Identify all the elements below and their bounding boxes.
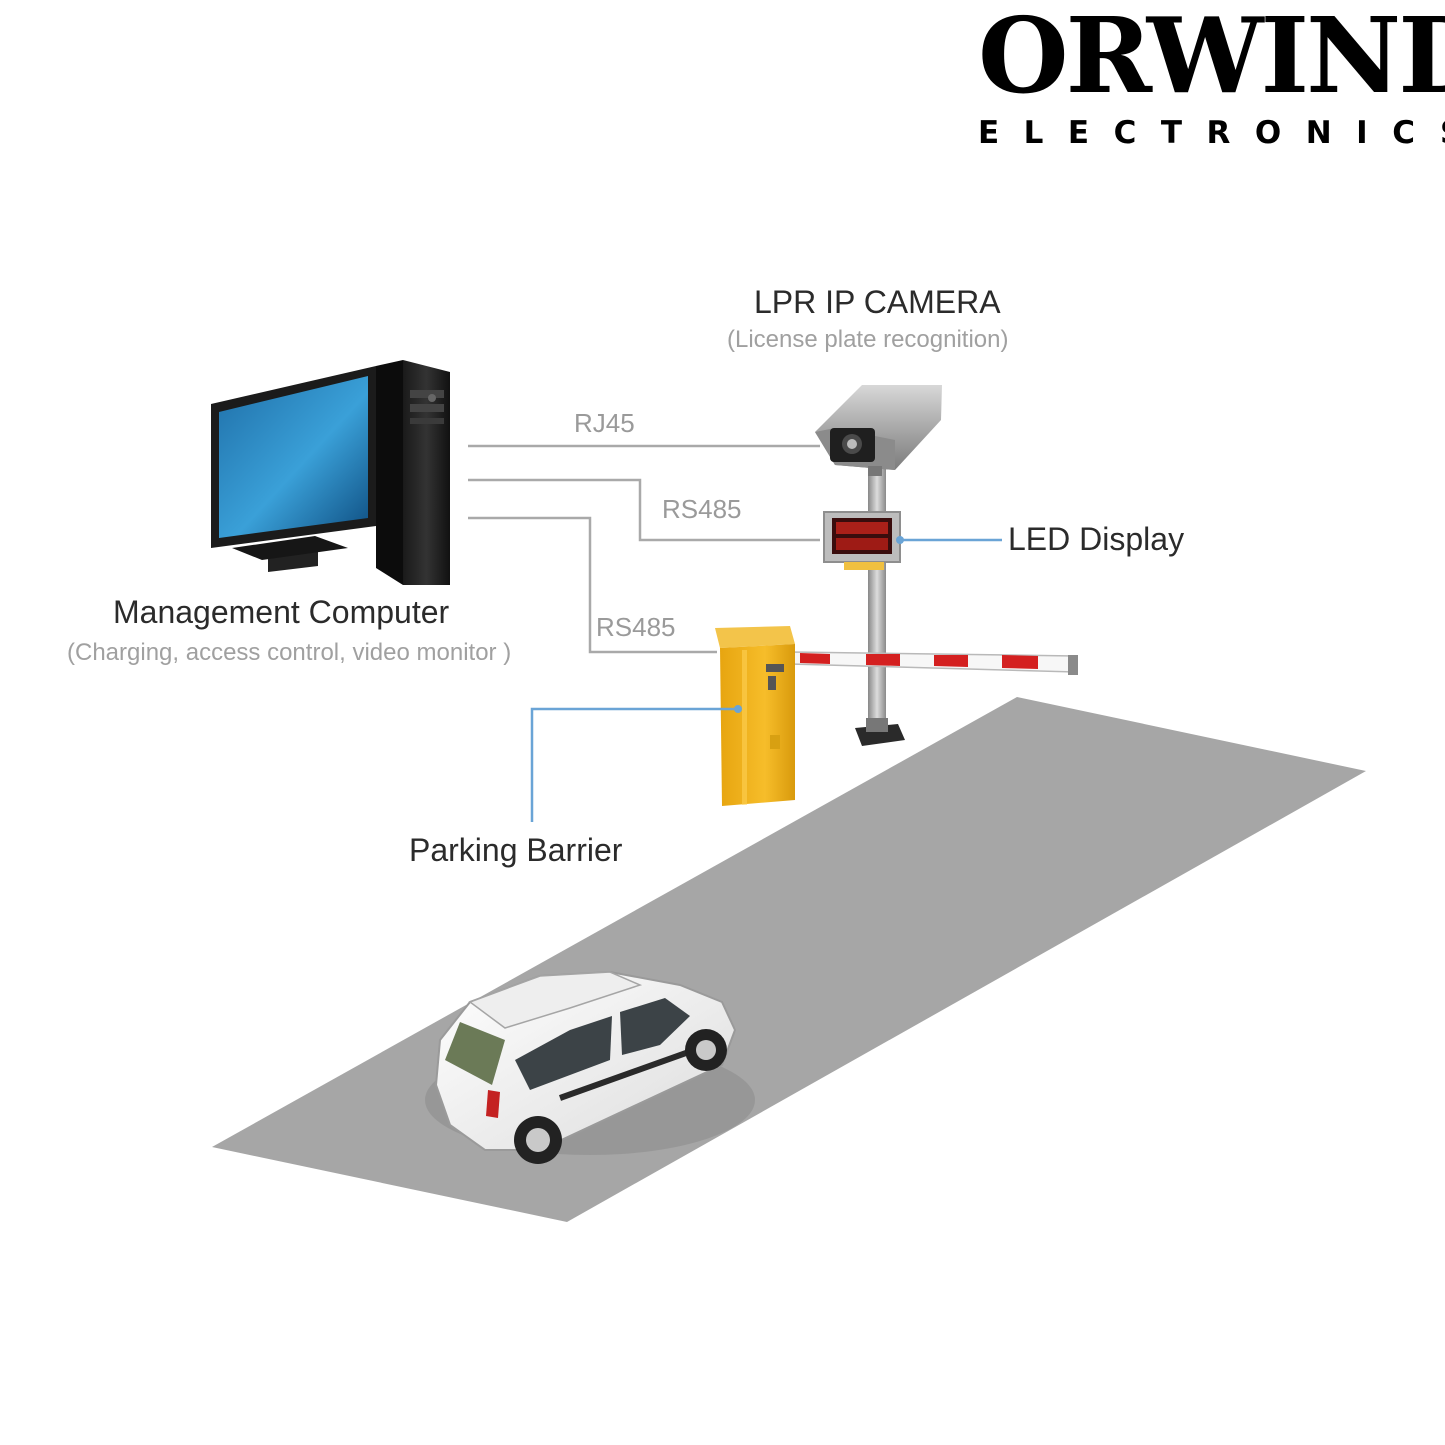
brand-logo: ORWIND (978, 0, 1445, 117)
camera-pole (855, 460, 905, 746)
lpr-camera-icon (815, 385, 942, 476)
wire-label-rj45: RJ45 (574, 408, 635, 438)
wire-label-rs485-barrier: RS485 (596, 612, 676, 642)
brand-tagline: ELECTRONICS (978, 115, 1445, 151)
wire-rs485-display (468, 478, 820, 542)
computer-title: Management Computer (113, 594, 450, 630)
wire-rs485-barrier (468, 516, 717, 654)
camera-subtitle: (License plate recognition) (727, 326, 1009, 353)
parking-barrier-label: Parking Barrier (409, 832, 623, 868)
barrier-boom (789, 651, 1078, 675)
led-display-label: LED Display (1008, 521, 1185, 557)
computer-subtitle: (Charging, access control, video monitor… (67, 639, 512, 666)
parking-barrier-icon (715, 626, 795, 806)
management-computer-icon (211, 360, 450, 585)
car-icon (425, 970, 755, 1164)
wire-label-rs485-display: RS485 (662, 494, 742, 524)
led-display-icon (823, 511, 901, 570)
camera-title: LPR IP CAMERA (754, 284, 1001, 320)
callout-parking-barrier (530, 707, 738, 822)
